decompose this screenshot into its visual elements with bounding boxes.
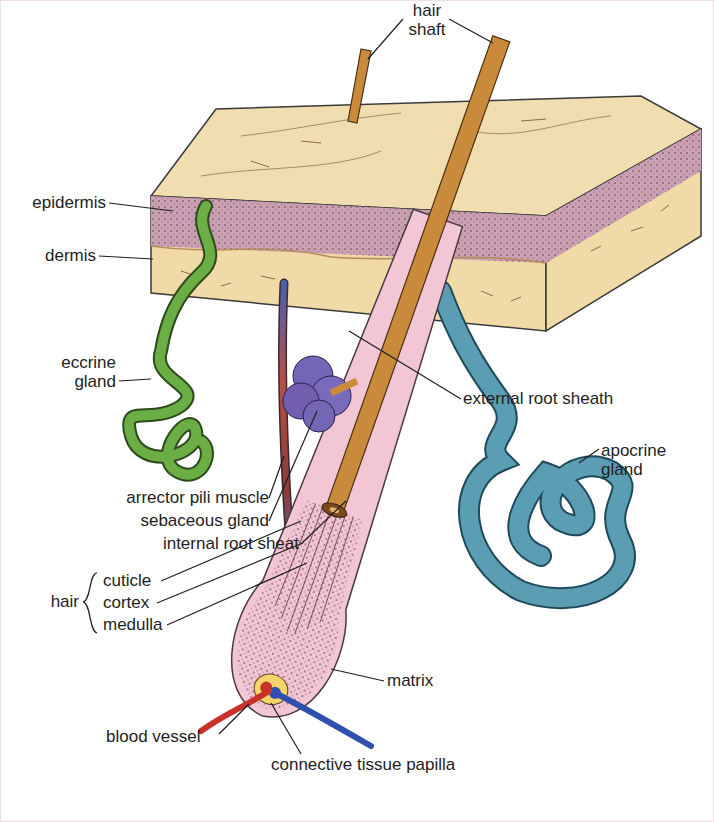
part-label: cuticle bbox=[103, 571, 213, 590]
leader-line bbox=[301, 501, 346, 544]
leader-line bbox=[119, 379, 151, 381]
part-label: sebaceous gland bbox=[41, 511, 269, 530]
part-label: epidermis bbox=[11, 193, 106, 212]
leader-line bbox=[219, 704, 249, 734]
hair-shaft-small bbox=[348, 49, 371, 123]
part-label: external root sheath bbox=[463, 389, 673, 408]
part-label: cortex bbox=[103, 593, 213, 612]
part-label: hair bbox=[31, 592, 79, 611]
leader-lines bbox=[83, 19, 599, 754]
part-label: internal root sheat bbox=[41, 534, 299, 553]
part-label: matrix bbox=[387, 671, 497, 690]
eccrine-gland-outline bbox=[129, 206, 210, 475]
leader-line bbox=[331, 669, 384, 681]
part-label: blood vessel bbox=[106, 727, 246, 746]
part-label: hair shaft bbox=[396, 1, 458, 39]
surface-creases bbox=[201, 113, 611, 176]
part-label: eccrine gland bbox=[31, 353, 116, 391]
sebaceous-gland bbox=[283, 356, 357, 432]
part-label: connective tissue papilla bbox=[271, 755, 531, 774]
hair-follicle bbox=[212, 21, 552, 733]
leader-line bbox=[271, 703, 301, 754]
vein bbox=[279, 695, 371, 746]
leader-line bbox=[579, 449, 599, 463]
part-label: dermis bbox=[11, 246, 96, 265]
leader-line bbox=[368, 19, 403, 59]
apocrine-gland-outline bbox=[441, 291, 625, 598]
part-label: apocrine gland bbox=[601, 441, 691, 479]
part-label: medulla bbox=[103, 615, 213, 634]
epidermis-side-texture bbox=[546, 129, 701, 263]
leader-line bbox=[349, 331, 461, 399]
hair-brace bbox=[83, 573, 97, 633]
leader-line bbox=[269, 411, 317, 521]
apocrine-gland bbox=[441, 291, 625, 598]
leader-line bbox=[167, 563, 307, 625]
medulla-section bbox=[329, 506, 340, 514]
eccrine-gland bbox=[129, 206, 210, 475]
hair-layers bbox=[268, 502, 357, 641]
leader-line bbox=[99, 256, 153, 259]
sebaceous-duct bbox=[331, 381, 357, 393]
leader-line bbox=[449, 19, 493, 43]
part-label: arrector pili muscle bbox=[41, 488, 269, 507]
skin-side-face bbox=[546, 129, 701, 331]
leader-line bbox=[109, 203, 173, 211]
artery bbox=[201, 691, 269, 731]
sebaceous-lobe bbox=[303, 400, 335, 432]
epidermis-side bbox=[546, 129, 701, 263]
hair-shaft bbox=[326, 36, 510, 513]
